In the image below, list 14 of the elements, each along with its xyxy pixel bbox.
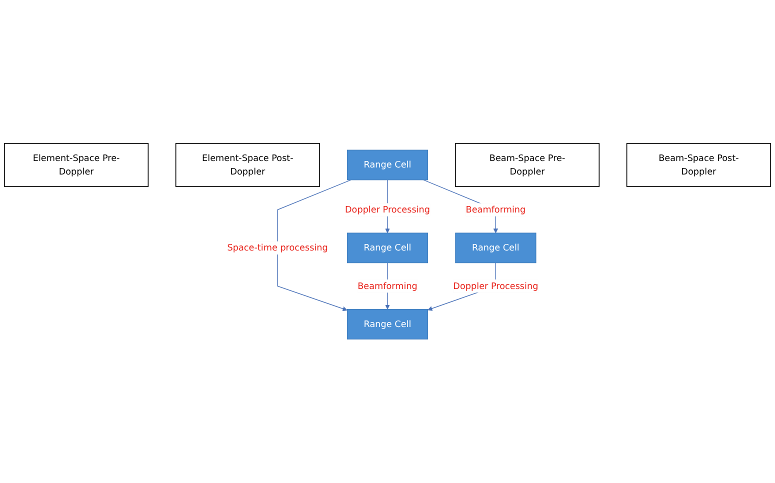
node-box: Range Cell — [346, 309, 428, 340]
node-box: Element-Space Pre-Doppler — [4, 143, 149, 188]
arrow — [277, 180, 352, 312]
edge-label: Beamforming — [466, 204, 526, 215]
node-box: Beam-Space Pre-Doppler — [455, 143, 600, 188]
node-box: Element-Space Post-Doppler — [175, 143, 320, 188]
node-box: Beam-Space Post-Doppler — [626, 143, 771, 188]
edge-label: Doppler Processing — [453, 280, 538, 292]
node-box: Range Cell — [346, 232, 428, 264]
edge-label: Beamforming — [358, 280, 418, 292]
node-box: Range Cell — [455, 232, 536, 264]
edge-label: Space-time processing — [227, 242, 328, 254]
node-box: Range Cell — [346, 150, 428, 180]
edge-label: Doppler Processing — [344, 204, 430, 215]
